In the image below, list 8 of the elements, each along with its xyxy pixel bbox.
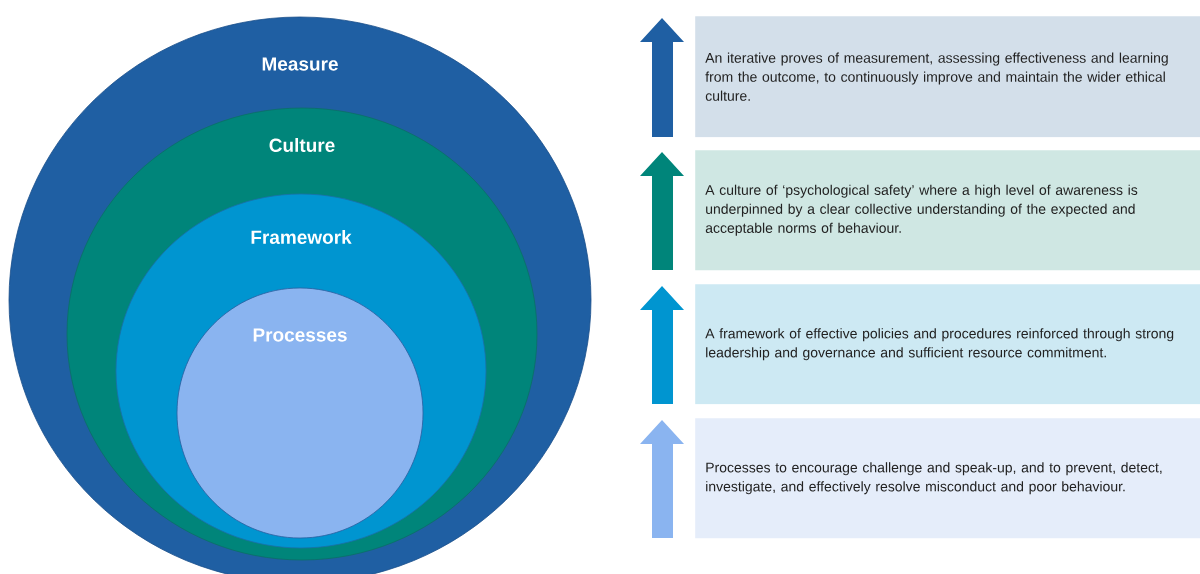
- circle-label: Framework: [251, 230, 352, 244]
- text-box: A framework of effective policies and procedures reinforced through strong leadership and governance and sufficient resource commitment.: [695, 284, 1200, 405]
- circle-label: Processes: [253, 328, 347, 342]
- text-box: A culture of ‘psychological safety’ where a high level of awareness is underpinned by a clear collective understanding of the expected and acceptable norms of behaviour.: [695, 150, 1200, 271]
- circle-label: Measure: [262, 57, 338, 71]
- text-box: An iterative proves of measurement, assessing effectiveness and learning from the outcome, to continuously improve and maintain the wider ethical culture.: [695, 16, 1200, 138]
- text-box: Processes to encourage challenge and speak-up, and to prevent, detect, investigate, and effectively resolve misconduct and poor behaviour.: [695, 418, 1200, 539]
- circle-label: Culture: [269, 138, 335, 152]
